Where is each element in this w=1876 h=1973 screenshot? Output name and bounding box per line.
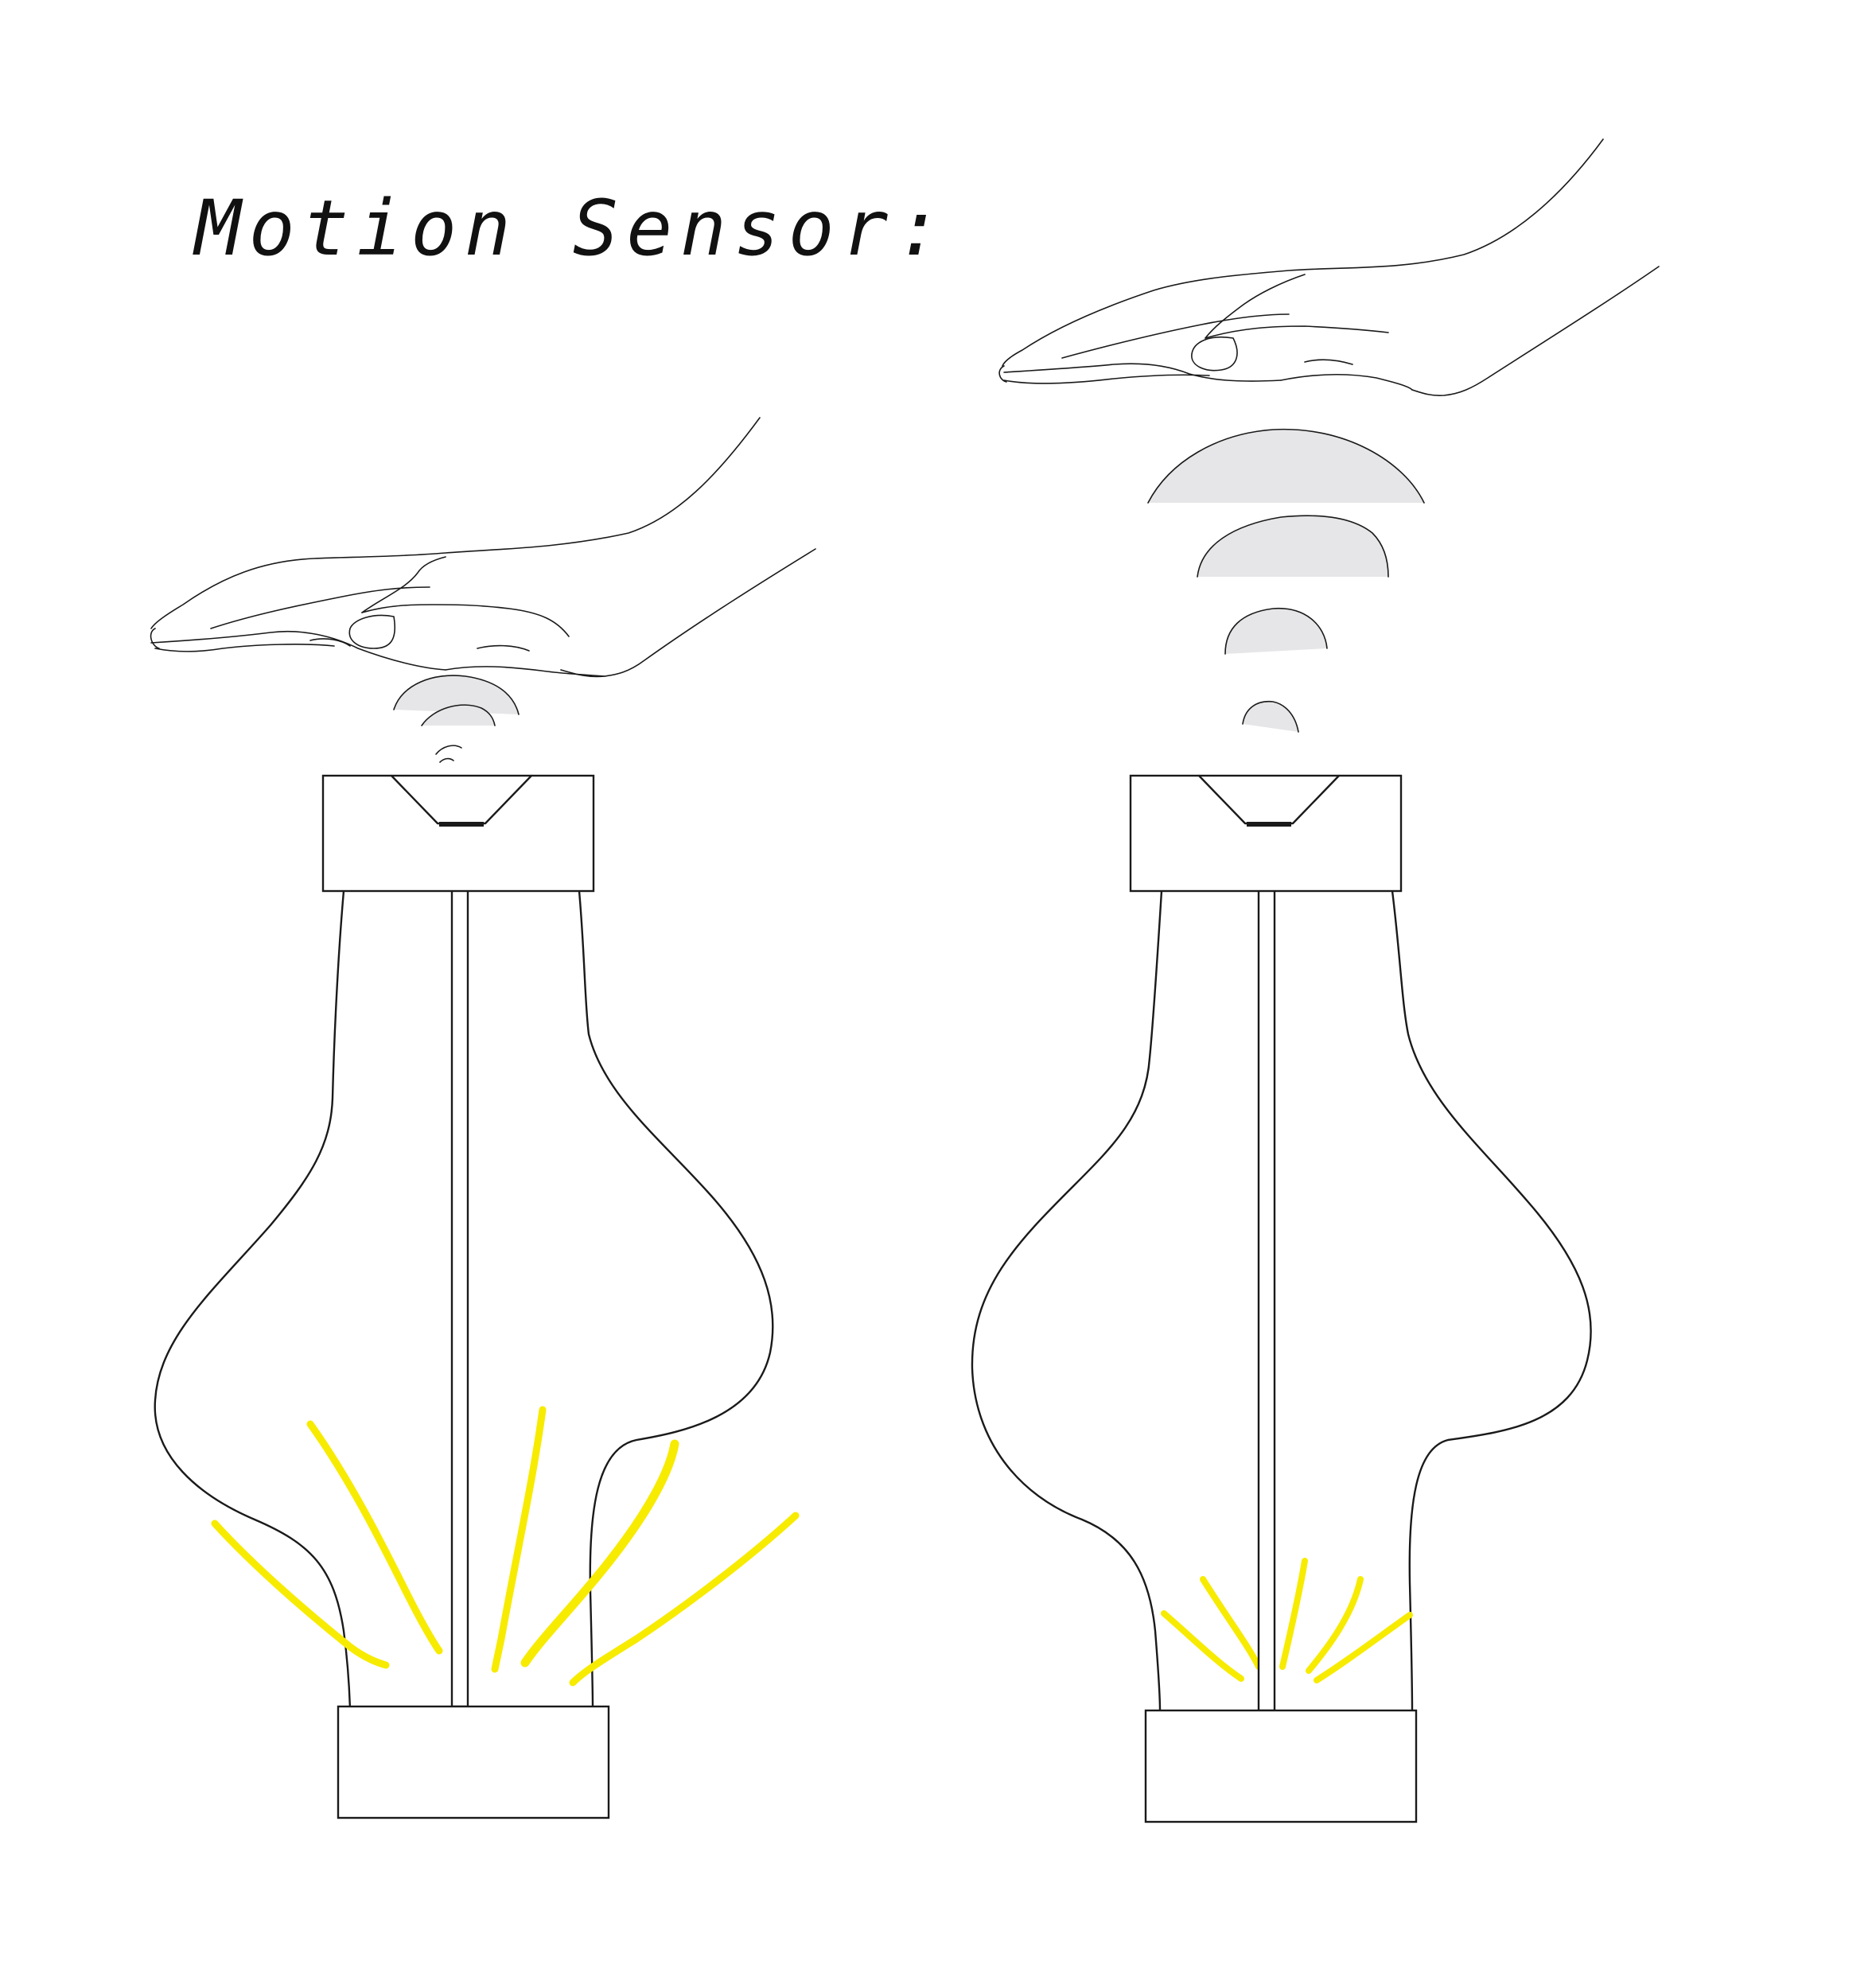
sensor-head-far	[1131, 776, 1401, 891]
lamp-far	[972, 139, 1659, 1822]
sensor-waves-far	[1148, 430, 1424, 732]
hand-far-icon	[999, 139, 1659, 395]
lamp-pole-near	[452, 827, 468, 1706]
lamp-pole-far	[1259, 827, 1275, 1710]
page-title: Motion Sensor:	[193, 184, 950, 273]
sensor-waves-near	[394, 675, 519, 762]
lamp-base-far	[1146, 1710, 1416, 1822]
lamp-near	[151, 418, 815, 1818]
lamp-base-near	[338, 1706, 609, 1818]
sensor-head-near	[323, 776, 594, 891]
hand-near-icon	[151, 418, 815, 677]
light-rays-far	[1164, 1561, 1410, 1680]
lampshade-far	[972, 891, 1591, 1710]
